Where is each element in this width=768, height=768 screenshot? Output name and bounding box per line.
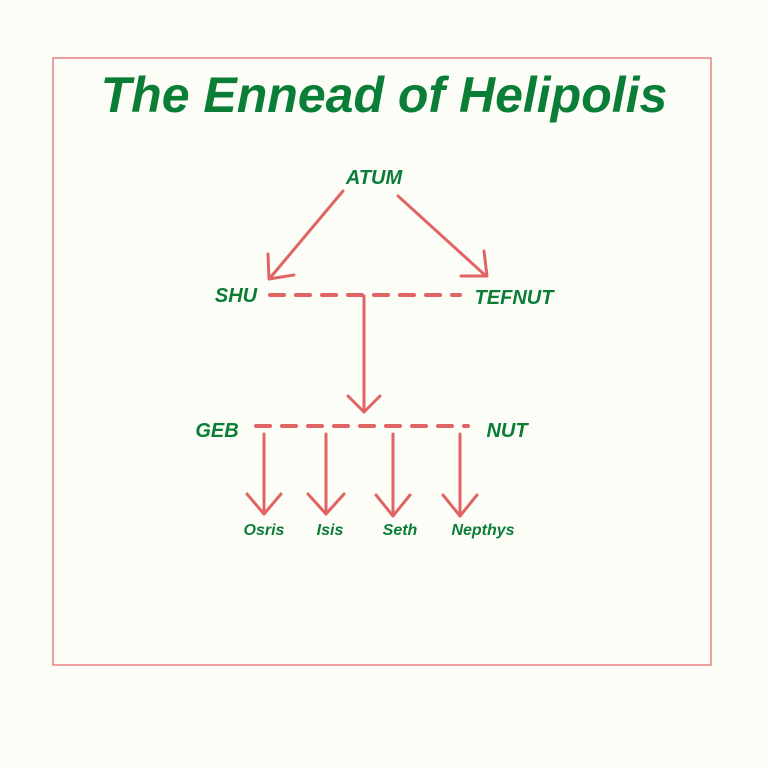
node-seth: Seth (383, 522, 418, 539)
arrow-to-geb-nut (346, 294, 382, 414)
node-tefnut: TEFNUT (475, 287, 556, 309)
arrow-atum-shu (266, 189, 345, 281)
title: The Ennead of Helipolis (101, 67, 668, 123)
arrow-to-osris (245, 432, 283, 516)
node-geb: GEB (195, 420, 238, 442)
node-nut: NUT (486, 420, 529, 442)
arrow-to-nepthys (441, 432, 479, 518)
arrow-to-isis (306, 432, 346, 516)
node-shu: SHU (215, 285, 258, 307)
node-isis: Isis (317, 522, 344, 539)
node-atum: ATUM (345, 167, 404, 189)
arrow-atum-tefnut (396, 194, 489, 278)
node-nepthys: Nepthys (451, 522, 514, 539)
arrow-to-seth (374, 432, 412, 518)
node-osris: Osris (244, 522, 285, 539)
frame (52, 57, 712, 666)
